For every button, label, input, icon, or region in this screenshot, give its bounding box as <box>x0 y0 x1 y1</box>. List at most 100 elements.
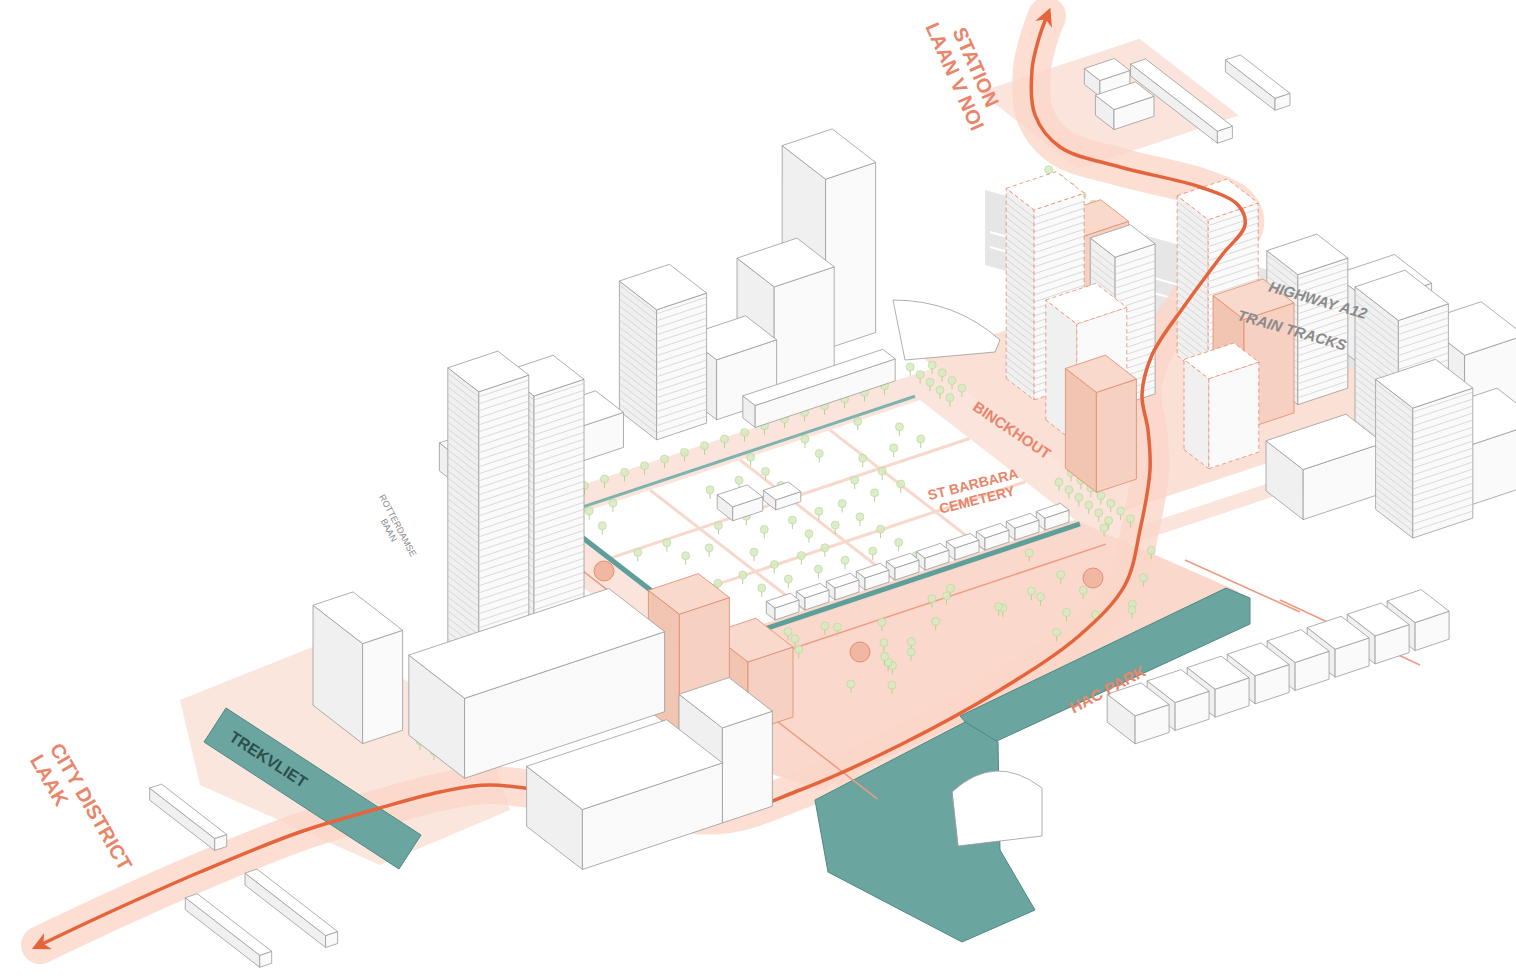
floor-line <box>1006 245 1034 267</box>
floor-line <box>1355 329 1398 363</box>
tree-crown <box>871 489 879 497</box>
tree-crown <box>888 681 896 689</box>
floor-line <box>1376 495 1413 524</box>
floor-line <box>1006 343 1034 365</box>
tree-symbol <box>609 499 617 512</box>
floor-line <box>534 446 584 463</box>
tree-symbol <box>758 584 766 597</box>
floor-line <box>1177 230 1208 254</box>
route-corridor <box>40 16 1245 945</box>
floor-line <box>1006 308 1034 330</box>
floor-line <box>1006 238 1034 260</box>
floor-line <box>619 334 656 363</box>
floor-line <box>657 409 707 426</box>
tree-crown <box>1117 507 1125 515</box>
floor-line <box>1006 217 1034 239</box>
floor-line <box>448 583 479 607</box>
building-face <box>1209 362 1259 469</box>
tree-crown <box>795 645 803 653</box>
tree-symbol <box>1062 608 1070 621</box>
floor-line <box>1298 353 1348 370</box>
floor-line <box>1034 222 1084 239</box>
building-roof <box>313 592 403 644</box>
tree-crown <box>851 476 859 484</box>
tree-crown <box>1027 587 1035 595</box>
floor-line <box>1376 432 1413 461</box>
tree-symbol <box>784 628 792 641</box>
tree-crown <box>797 552 805 560</box>
floor-line <box>1398 332 1448 349</box>
building-face <box>1096 379 1136 492</box>
floor-line <box>534 439 584 456</box>
floor-line <box>534 530 584 547</box>
tree-symbol <box>1085 501 1093 514</box>
tree-symbol <box>1139 574 1147 587</box>
tree-crown <box>838 500 846 508</box>
floor-line <box>479 436 529 453</box>
building-roof <box>1355 270 1448 320</box>
tree-crown <box>869 547 877 555</box>
floor-line <box>1376 446 1413 475</box>
floor-line <box>1006 315 1034 337</box>
building <box>1184 343 1259 469</box>
tree-symbol <box>948 376 956 389</box>
floor-line <box>657 325 707 342</box>
tree-crown <box>705 544 713 552</box>
building-face <box>245 873 326 947</box>
floor-line <box>448 590 479 614</box>
floor-line <box>657 318 707 335</box>
tree-crown <box>833 623 841 631</box>
floor-line <box>534 495 584 512</box>
floor-line <box>534 558 584 575</box>
floor-line <box>448 443 479 467</box>
building-roof <box>1376 359 1473 408</box>
floor-line <box>448 450 479 474</box>
building <box>743 349 895 427</box>
building-roof <box>782 129 875 179</box>
tree-crown <box>814 565 822 573</box>
tree-symbol <box>878 618 886 631</box>
floor-line <box>1298 367 1348 384</box>
building <box>313 592 403 744</box>
floor-line <box>534 411 584 428</box>
tree-symbol <box>760 525 768 538</box>
building <box>916 543 949 570</box>
floor-line <box>1355 336 1398 370</box>
floor-line <box>448 429 479 453</box>
floor-line <box>479 513 529 530</box>
tree-symbol <box>701 442 709 455</box>
floor-line <box>448 387 479 411</box>
tree-crown <box>1065 486 1073 494</box>
tree-symbol <box>795 645 803 658</box>
tree-crown <box>1095 509 1103 517</box>
tree-crown <box>741 428 749 436</box>
floor-line <box>1006 287 1034 309</box>
tree-symbol <box>881 652 889 665</box>
street-line <box>1185 560 1300 612</box>
floor-line <box>1006 301 1034 323</box>
floor-line <box>619 327 656 356</box>
tree-symbol <box>598 522 606 535</box>
floor-line <box>479 520 529 537</box>
tree-symbol <box>821 622 829 635</box>
floor-line <box>479 408 529 425</box>
floor-line <box>448 569 479 593</box>
floor-line <box>479 422 529 439</box>
tree-symbol <box>1065 486 1073 499</box>
floor-line <box>657 402 707 419</box>
floor-line <box>657 395 707 412</box>
tree-crown <box>895 538 903 546</box>
tree-crown <box>1045 166 1053 174</box>
tree-symbol <box>1147 546 1155 559</box>
tree-symbol <box>926 378 934 391</box>
map-label: STATION LAAN V NOI <box>918 4 1012 140</box>
tree-crown <box>1085 501 1093 509</box>
floor-line <box>448 478 479 502</box>
tree-symbol <box>838 500 846 513</box>
floor-line <box>448 611 479 635</box>
tree-crown <box>1127 515 1135 523</box>
building-roof <box>1266 414 1383 469</box>
tree-symbol <box>805 530 813 543</box>
floor-line <box>1006 350 1034 372</box>
